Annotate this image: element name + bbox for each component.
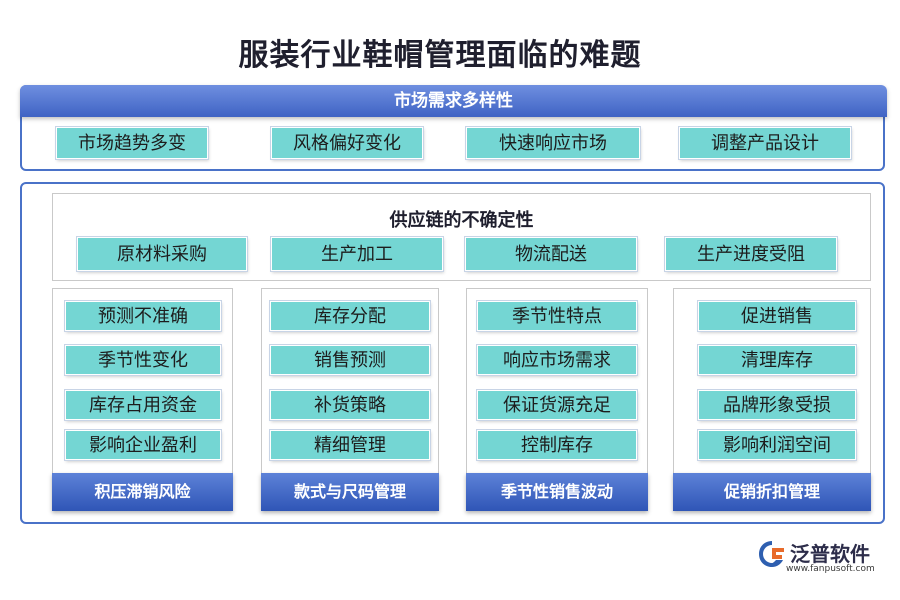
issue-item: 清理库存 <box>697 344 857 376</box>
page-title: 服装行业鞋帽管理面临的难题 <box>238 38 642 73</box>
issue-item: 销售预测 <box>269 344 431 376</box>
supply-item: 生产进度受阻 <box>664 236 838 272</box>
market-item: 市场趋势多变 <box>55 126 209 160</box>
issue-column-3: 季节性特点 响应市场需求 保证货源充足 控制库存 季节性销售波动 <box>466 288 648 511</box>
issue-column-2: 库存分配 销售预测 补货策略 精细管理 款式与尺码管理 <box>261 288 439 511</box>
issue-item: 品牌形象受损 <box>697 389 857 421</box>
issue-item: 控制库存 <box>476 429 638 461</box>
issue-column-footer: 积压滞销风险 <box>52 473 233 511</box>
issue-column-4: 促进销售 清理库存 品牌形象受损 影响利润空间 促销折扣管理 <box>673 288 871 511</box>
issue-item: 精细管理 <box>269 429 431 461</box>
issue-item: 季节性变化 <box>64 344 222 376</box>
fanpu-logo-icon <box>759 541 784 567</box>
supply-item: 原材料采购 <box>76 236 248 272</box>
market-item: 调整产品设计 <box>678 126 852 160</box>
issue-item: 补货策略 <box>269 389 431 421</box>
supply-item: 生产加工 <box>270 236 444 272</box>
fanpu-logo: 泛普软件 www.fanpusoft.com <box>756 536 886 576</box>
issue-item: 促进销售 <box>697 300 857 332</box>
logo-name: 泛普软件 <box>790 542 870 566</box>
supply-chain-heading: 供应链的不确定性 <box>389 210 534 231</box>
market-demand-heading: 市场需求多样性 <box>20 85 887 117</box>
issue-item: 响应市场需求 <box>476 344 638 376</box>
issue-item: 季节性特点 <box>476 300 638 332</box>
issue-column-1: 预测不准确 季节性变化 库存占用资金 影响企业盈利 积压滞销风险 <box>52 288 233 511</box>
issue-column-footer: 促销折扣管理 <box>673 473 871 511</box>
issue-item: 影响企业盈利 <box>64 429 222 461</box>
market-demand-box: 市场需求多样性 市场趋势多变 风格偏好变化 快速响应市场 调整产品设计 <box>20 85 887 171</box>
market-item: 风格偏好变化 <box>270 126 424 160</box>
issue-column-footer: 款式与尺码管理 <box>261 473 439 511</box>
market-item: 快速响应市场 <box>465 126 641 160</box>
logo-url: www.fanpusoft.com <box>786 564 875 574</box>
supply-and-issues-box: 供应链的不确定性 原材料采购 生产加工 物流配送 生产进度受阻 预测不准确 季节… <box>20 182 885 524</box>
supply-item: 物流配送 <box>464 236 638 272</box>
issue-item: 库存分配 <box>269 300 431 332</box>
issue-item: 库存占用资金 <box>64 389 222 421</box>
issue-item: 预测不准确 <box>64 300 222 332</box>
issue-item: 保证货源充足 <box>476 389 638 421</box>
supply-chain-panel: 供应链的不确定性 原材料采购 生产加工 物流配送 生产进度受阻 <box>52 193 871 281</box>
issue-column-footer: 季节性销售波动 <box>466 473 648 511</box>
issue-item: 影响利润空间 <box>697 429 857 461</box>
